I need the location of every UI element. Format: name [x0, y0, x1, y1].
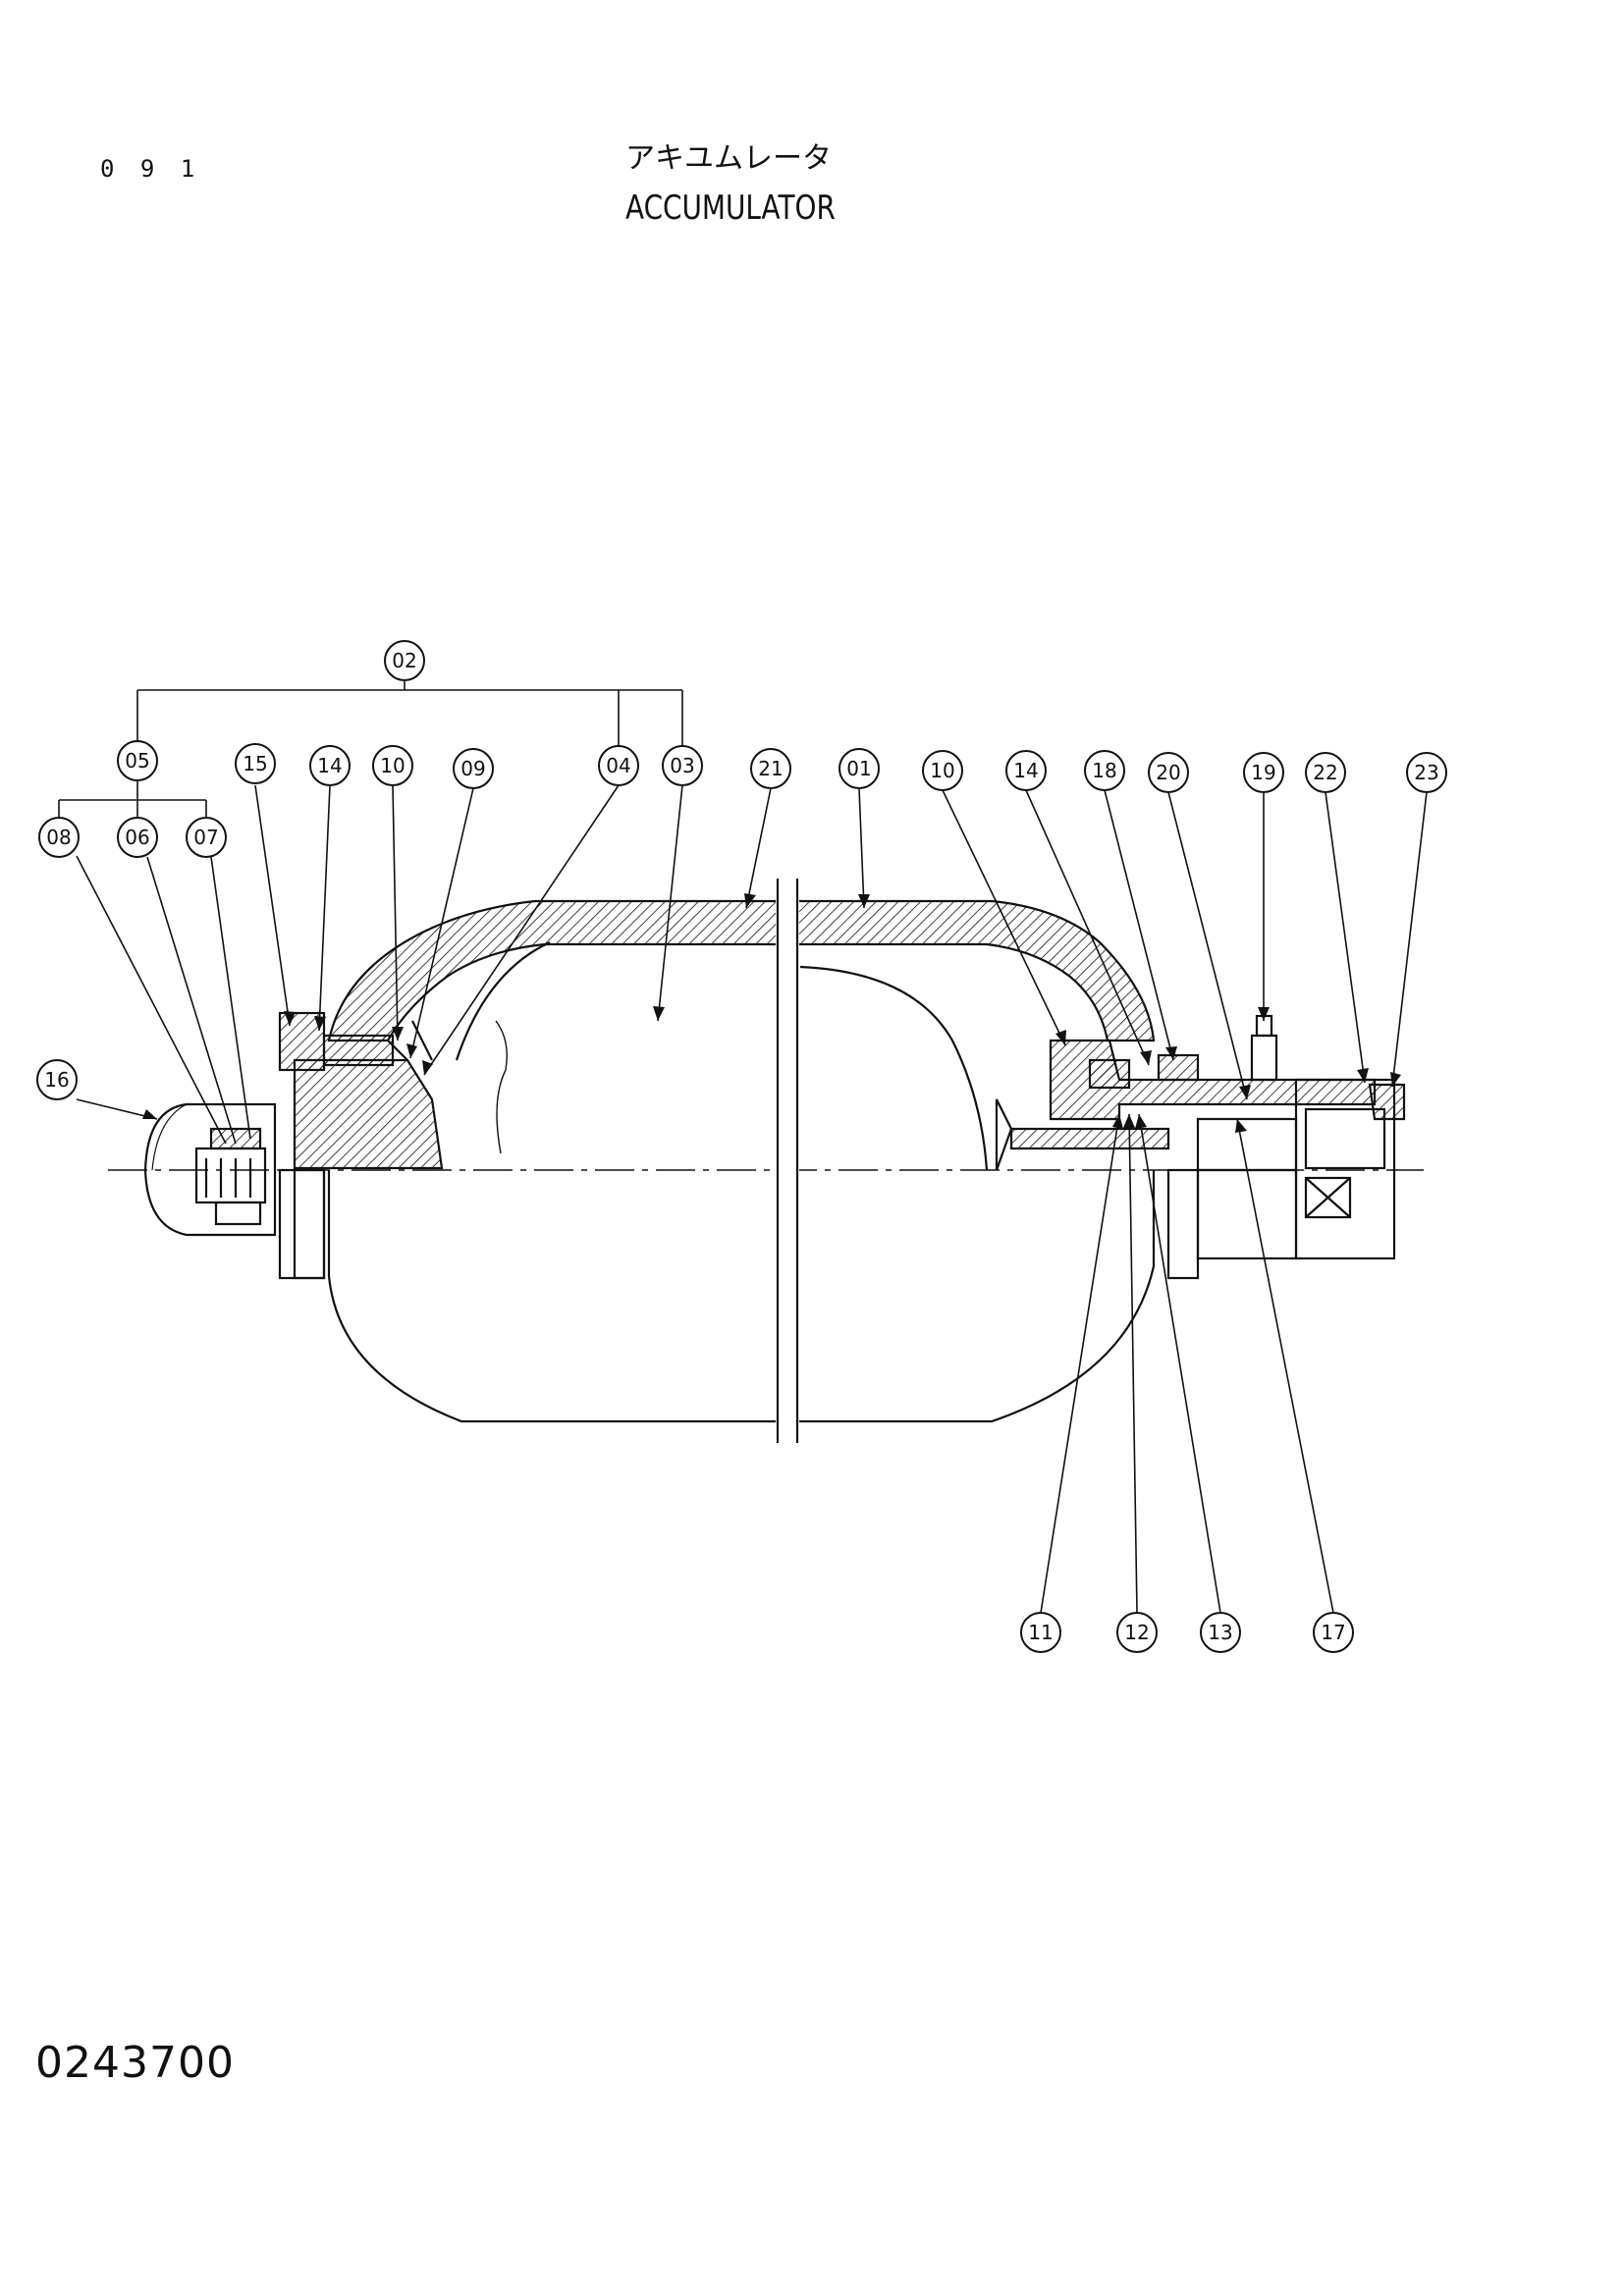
callout-09-circle	[453, 748, 494, 789]
callout-14a-circle	[309, 745, 351, 786]
callout-05: 05	[125, 749, 149, 773]
callout-18-circle	[1084, 750, 1125, 791]
bladder	[455, 941, 989, 1171]
right-nut	[1157, 1053, 1200, 1082]
callout-06-circle	[117, 817, 158, 858]
callout-01: 01	[846, 757, 871, 780]
callout-22: 22	[1313, 761, 1337, 784]
callout-03: 03	[670, 754, 694, 777]
bleed-plug	[1250, 1034, 1278, 1082]
callout-13: 13	[1208, 1621, 1232, 1644]
callout-16-circle	[36, 1059, 78, 1100]
callout-14b: 14	[1013, 759, 1038, 782]
title-japanese: アキユムレータ	[625, 141, 832, 176]
callout-20: 20	[1156, 761, 1180, 784]
callout-08-circle	[38, 817, 80, 858]
left-port-body	[293, 1058, 444, 1170]
callout-16: 16	[44, 1068, 69, 1092]
callout-20-circle	[1148, 752, 1189, 793]
callout-12: 12	[1124, 1621, 1149, 1644]
callout-08: 08	[46, 826, 71, 849]
title-english: ACCUMULATOR	[625, 188, 836, 228]
callout-22-circle	[1305, 752, 1346, 793]
gas-valve-cap	[143, 1102, 277, 1237]
callout-15-circle	[235, 743, 276, 784]
callout-21: 21	[758, 757, 783, 780]
callout-10a: 10	[380, 754, 405, 777]
callout-04: 04	[606, 754, 630, 777]
shell-lower-outline	[327, 1170, 1156, 1423]
callout-03-circle	[662, 745, 703, 786]
callout-13-circle	[1200, 1612, 1241, 1653]
callout-19: 19	[1251, 761, 1275, 784]
callout-17-circle	[1313, 1612, 1354, 1653]
callout-07: 07	[193, 826, 218, 849]
callout-07-circle	[186, 817, 227, 858]
callout-14b-circle	[1005, 750, 1047, 791]
callout-14a: 14	[317, 754, 342, 777]
callout-06: 06	[125, 826, 149, 849]
page-number: 0 9 1	[100, 155, 201, 183]
callout-10a-circle	[372, 745, 413, 786]
callout-02-circle	[384, 640, 425, 681]
valve-end-body	[1294, 1078, 1396, 1260]
callout-02: 02	[392, 649, 416, 672]
callout-10b: 10	[930, 759, 954, 782]
document-number: 0243700	[35, 2038, 235, 2088]
callout-11-circle	[1020, 1612, 1061, 1653]
callout-09: 09	[460, 757, 485, 780]
callout-17: 17	[1321, 1621, 1345, 1644]
callout-18: 18	[1092, 759, 1116, 782]
shell-upper-section	[327, 899, 1156, 1042]
callout-23: 23	[1414, 761, 1438, 784]
callout-05-circle	[117, 740, 158, 781]
callout-15: 15	[243, 752, 267, 775]
callout-12-circle	[1116, 1612, 1158, 1653]
callout-10b-circle	[922, 750, 963, 791]
callout-19-circle	[1243, 752, 1284, 793]
shell-break	[776, 879, 799, 1448]
callout-23-circle	[1406, 752, 1447, 793]
callout-11: 11	[1028, 1621, 1053, 1644]
callout-04-circle	[598, 745, 639, 786]
callout-01-circle	[839, 748, 880, 789]
callout-21-circle	[750, 748, 791, 789]
